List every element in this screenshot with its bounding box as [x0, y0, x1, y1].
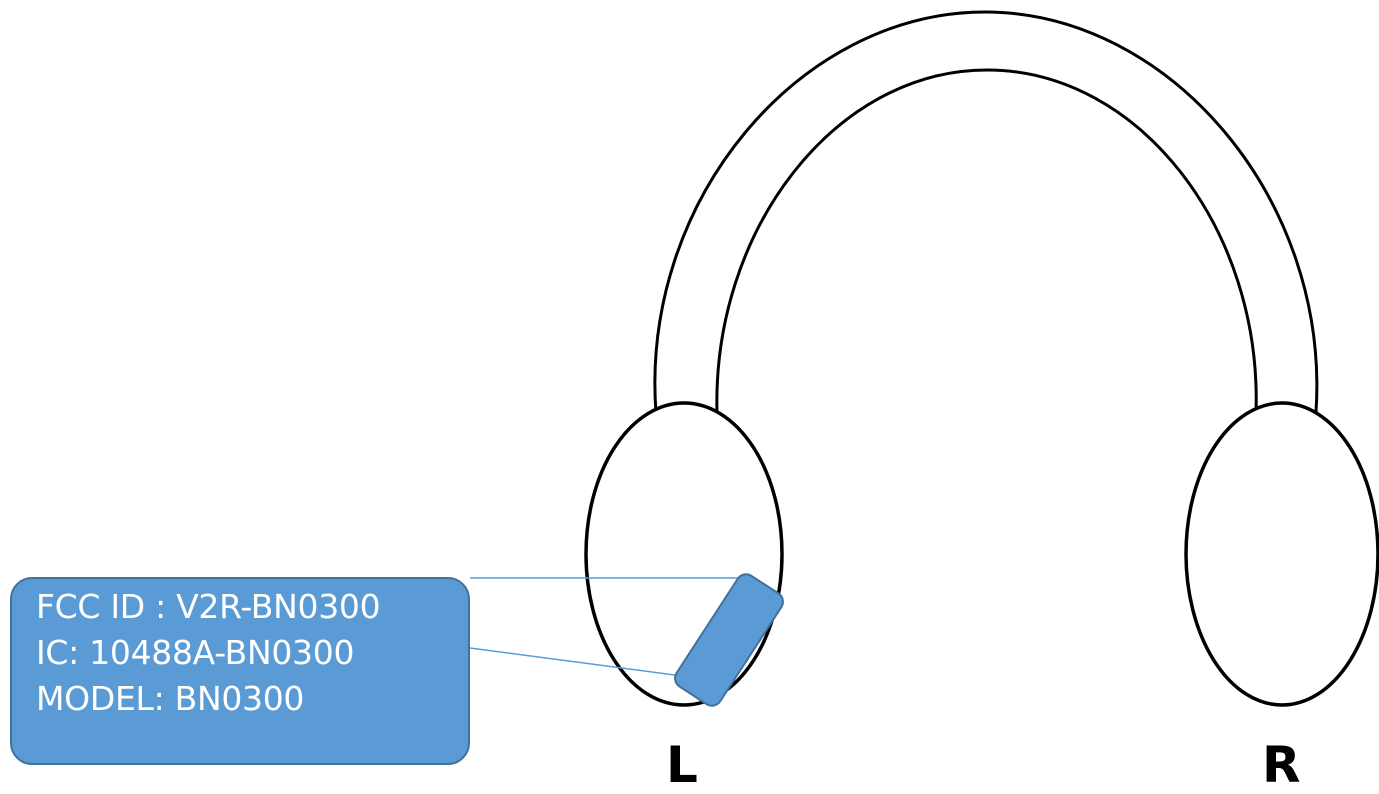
model-text: MODEL: BN0300 — [36, 679, 305, 718]
left-ear-cup — [584, 401, 784, 707]
fcc-id-text: FCC ID : V2R-BN0300 — [36, 587, 381, 626]
headband — [653, 10, 1319, 415]
right-side-label: R — [1262, 736, 1301, 794]
callout-line-bottom — [469, 647, 683, 677]
right-ear-cup — [1184, 401, 1379, 707]
regulatory-label-callout: FCC ID : V2R-BN0300 IC: 10488A-BN0300 MO… — [10, 577, 470, 765]
left-side-label: L — [666, 736, 698, 794]
label-sticker — [674, 573, 784, 707]
ic-number-text: IC: 10488A-BN0300 — [36, 633, 355, 672]
